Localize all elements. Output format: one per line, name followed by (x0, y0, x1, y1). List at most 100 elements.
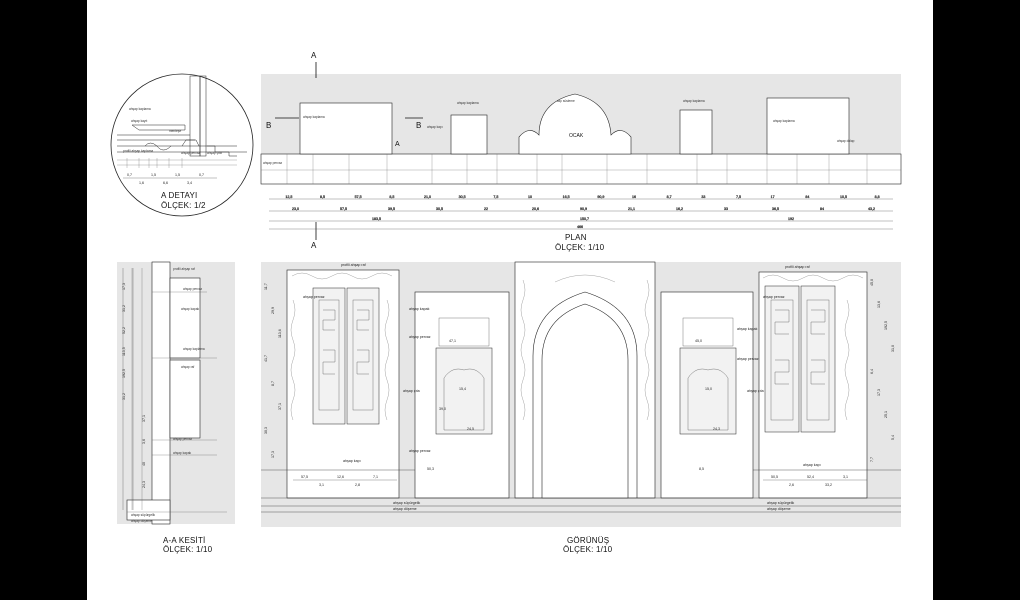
elevation-side-dimension: 37,1 (278, 403, 282, 410)
detail-dimension: 1,5 (151, 173, 156, 177)
elevation-note: ahşap kapı (803, 463, 821, 467)
plan-dimension: 183,5 (372, 217, 381, 221)
plan-dimension: 21,0 (424, 195, 431, 199)
section-note: profili ahşap raf (173, 267, 195, 271)
plan-dimension: 39,5 (388, 207, 395, 211)
plan-dimension: 7,5 (736, 195, 741, 199)
detail-dimension: 3,4 (187, 181, 192, 185)
elevation-dimension: 47,1 (449, 339, 456, 343)
detail-dimension: 0,7 (127, 173, 132, 177)
plan-dimension: 43,2 (868, 207, 875, 211)
plan-dimension: 90,9 (580, 207, 587, 211)
plan-note: ahşap kaplama (683, 99, 705, 103)
elevation-side-dimension: 17,3 (877, 389, 881, 396)
section-note: ahşap süpürgelik (131, 513, 156, 517)
ocak-label: OCAK (569, 133, 584, 139)
plan-note: ahşap kaplama (773, 119, 795, 123)
detail-note: profili ahşap kaplama (123, 149, 153, 153)
plan-dimension: 33 (701, 195, 705, 199)
elevation-dimension: 3,1 (843, 475, 848, 479)
plan-dimension: 36,5 (772, 207, 779, 211)
elevation-note: profili ahşap raf (341, 263, 366, 267)
section-dimension: 17,3 (122, 283, 126, 290)
elevation-dimension: 39,0 (439, 407, 446, 411)
plan-dimension: 84 (820, 207, 824, 211)
elevation-note: ahşap süpürgelik (393, 501, 420, 505)
plan-scale: ÖLÇEK: 1/10 (555, 243, 605, 252)
elevation-scale: ÖLÇEK: 1/10 (563, 545, 613, 554)
plan-dimension: 57,5 (340, 207, 347, 211)
elevation-side-dimension: 5,4 (891, 435, 895, 440)
elevation-dimension: 24,5 (467, 427, 474, 431)
elevation-dimension: 3,1 (319, 483, 324, 487)
section-mark-a: A (395, 141, 400, 148)
elevation-side-dimension: 41,7 (264, 355, 268, 362)
plan-dimension: 150,7 (580, 217, 589, 221)
elevation-dimension: 2,8 (355, 483, 360, 487)
elevation-note: ahşap pervaz (737, 357, 759, 361)
detail-note: ahşap kaplama (129, 107, 151, 111)
elevation-note: ahşap döşeme (393, 507, 417, 511)
elevation-note: ahşap kapı (343, 459, 361, 463)
section-dimension: 40 (142, 462, 146, 466)
elevation-side-dimension: 11,7 (264, 283, 268, 290)
section-dimension: 192,5 (122, 369, 126, 378)
section-dimension: 113,5 (122, 347, 126, 356)
plan-dimension: 90,9 (597, 195, 604, 199)
elevation-note: ahşap kapak (409, 307, 430, 311)
plan-dimension: 10,5 (840, 195, 847, 199)
detail-note: ahşap pervaz (181, 151, 201, 155)
section-dimension: 37,1 (142, 415, 146, 422)
elevation-side-dimension: 45,0 (870, 279, 874, 286)
elevation-dimension: 2,6 (789, 483, 794, 487)
elevation-side-dimension: 8,7 (271, 381, 275, 386)
plan-note: ahşap kaplama (303, 115, 325, 119)
plan-dimension: 84 (805, 195, 809, 199)
elevation-side-dimension: 31,0 (891, 345, 895, 352)
plan-dimension: 10 (528, 195, 532, 199)
detail-title: A DETAYI (161, 191, 197, 200)
elevation-dimension: 57,5 (301, 475, 308, 479)
plan-dimension: 12,5 (285, 195, 292, 199)
detail-note: ahşap çıta (207, 151, 222, 155)
elevation-dimension: 52,4 (807, 475, 814, 479)
plan-dimension: 8,7 (667, 195, 672, 199)
elevation-dimension: 50,5 (771, 475, 778, 479)
elevation-side-dimension: 113,6 (278, 329, 282, 338)
plan-dimension: 192 (788, 217, 794, 221)
elevation-side-dimension: 7,7 (870, 457, 874, 462)
elevation-note: ahşap pervaz (409, 335, 431, 339)
architectural-drawing: ahşap kaplama ahşap kayıt profili ahşap … (110, 51, 902, 554)
elevation-note: profili ahşap raf (785, 265, 810, 269)
detail-scale: ÖLÇEK: 1/2 (161, 201, 206, 210)
section-scale: ÖLÇEK: 1/10 (163, 545, 213, 554)
section-mark-a: A (311, 241, 317, 250)
elevation-dimension: 8,5 (699, 467, 704, 471)
elevation-side-dimension: 25,1 (884, 411, 888, 418)
detail-note: menteşe (169, 129, 181, 133)
plan-note: ahşap dolap (837, 139, 855, 143)
section-note: ahşap döşeme (131, 519, 152, 523)
plan-dimension: 30,5 (459, 195, 466, 199)
plan-dimension: 17 (771, 195, 775, 199)
elevation-dimension: 24,3 (713, 427, 720, 431)
plan-dimension: 16,5 (563, 195, 570, 199)
drawing-sheet: ahşap kaplama ahşap kayıt profili ahşap … (87, 0, 933, 600)
section-note: ahşap raf (181, 365, 194, 369)
elevation-side-dimension: 13,6 (877, 301, 881, 308)
elevation-title: GÖRÜNÜŞ (567, 536, 609, 545)
section-note: ahşap pervaz (173, 437, 193, 441)
section-note: ahşap kaplama (183, 347, 205, 351)
section-dimension: 31,2 (122, 305, 126, 312)
section-note: ahşap kapak (181, 307, 199, 311)
plan-dimension: 30,5 (436, 207, 443, 211)
elevation-dimension: 12,6 (337, 475, 344, 479)
plan-dimension: 21,1 (628, 207, 635, 211)
plan-note: ahşap kaplama (457, 101, 479, 105)
elevation-side-dimension: 17,3 (271, 451, 275, 458)
elevation-note: ahşap süpürgelik (767, 501, 794, 505)
section-dimension: 52,2 (122, 327, 126, 334)
plan-note: ahşap kapı (427, 125, 443, 129)
elevation-view: 47,115,424,539,050,345,015,024,38,557,53… (261, 261, 901, 554)
section-mark-b: B (266, 121, 271, 130)
